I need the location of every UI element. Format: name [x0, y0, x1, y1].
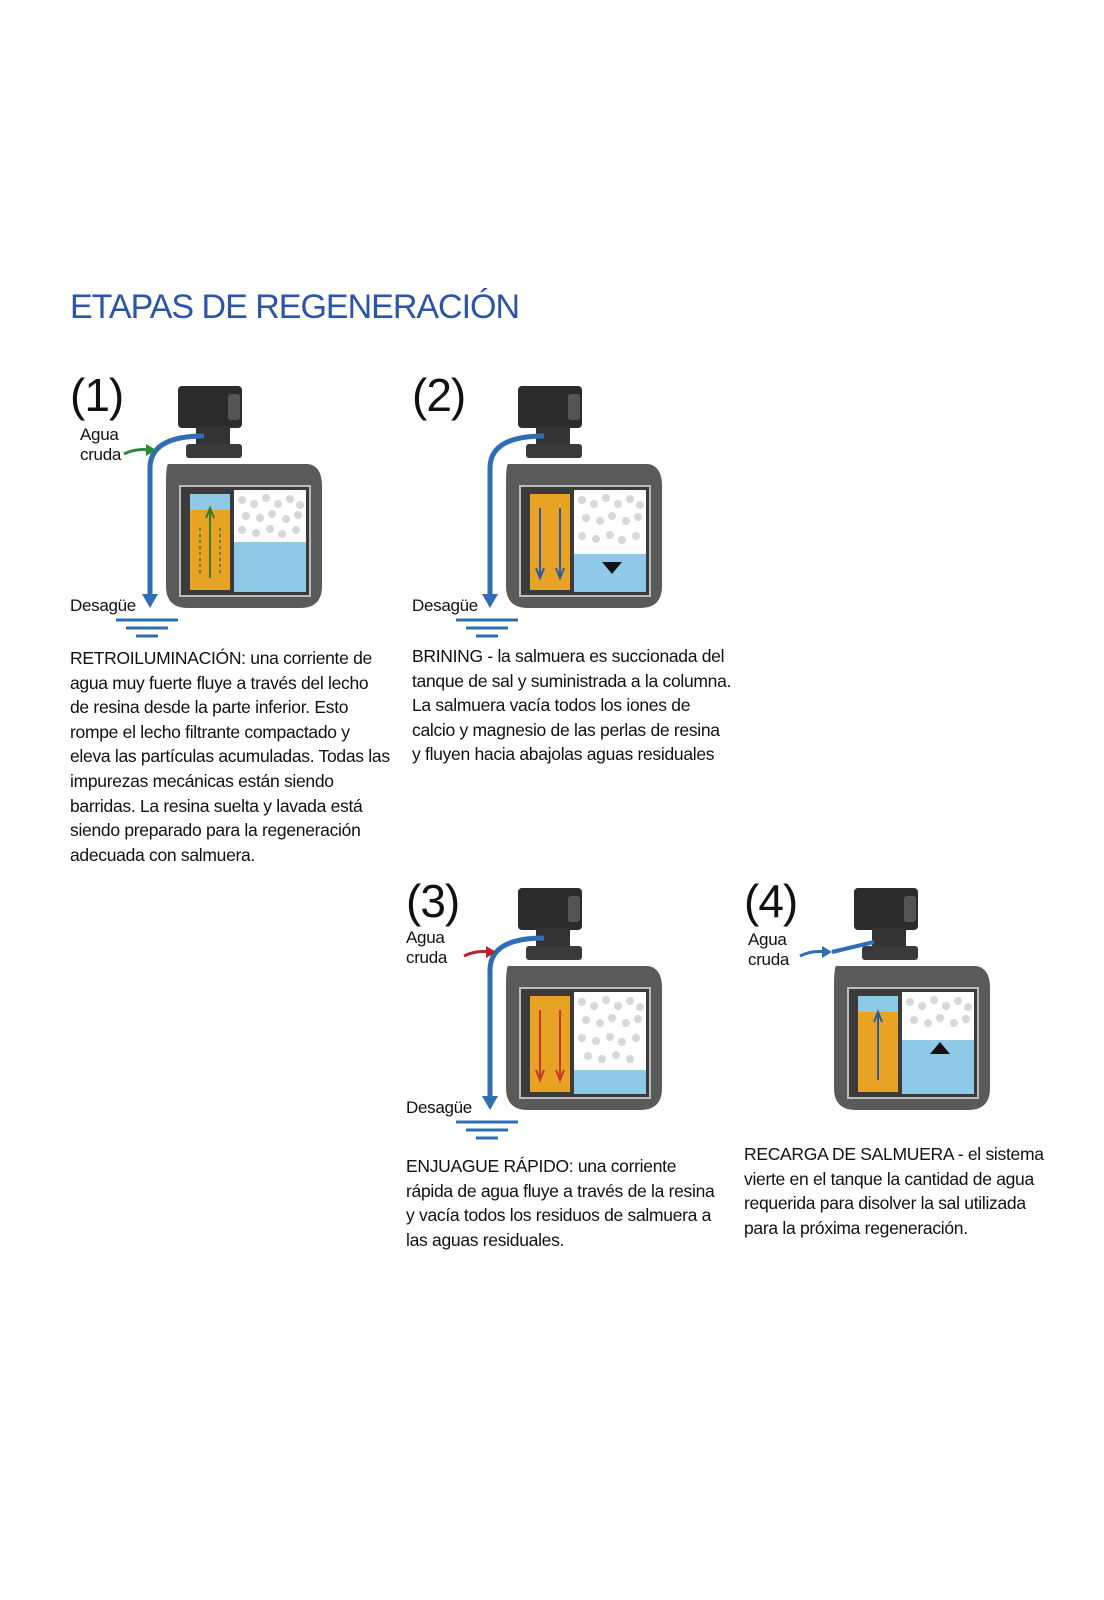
up-triangle-icon	[930, 1042, 950, 1054]
pipe	[147, 433, 205, 600]
drain-label: Desagüe	[406, 1098, 472, 1117]
pipe	[487, 433, 545, 600]
drain-label: Desagüe	[412, 596, 478, 615]
softener-tank-icon	[506, 966, 662, 1110]
stage-description: RETROILUMINACIÓN: una corriente de agua …	[70, 648, 390, 865]
stage-number: (3)	[406, 875, 460, 927]
softener-tank-icon	[834, 966, 990, 1110]
inlet-label: Agua cruda	[748, 930, 790, 969]
inlet-arrow-icon	[799, 940, 875, 958]
softener-diagram	[456, 888, 662, 1140]
stage-number: (2)	[412, 369, 466, 421]
stage-description: BRINING - la salmuera es succionada del …	[412, 646, 732, 765]
stage-description: RECARGA DE SALMUERA - el sistema vierte …	[744, 1144, 1044, 1238]
stage-number: (1)	[70, 369, 124, 421]
page-title: ETAPAS DE REGENERACIÓN	[70, 288, 520, 326]
inlet-arrow-icon	[123, 444, 156, 456]
drain-ground-icon	[456, 618, 518, 638]
down-triangle-icon	[602, 562, 622, 574]
stage-number: (4)	[744, 875, 798, 927]
softener-tank-icon	[166, 464, 322, 608]
inlet-arrow-icon	[463, 946, 496, 958]
control-valve-icon	[518, 386, 582, 458]
drain-label: Desagüe	[70, 596, 136, 615]
softener-tank-icon	[506, 464, 662, 608]
drain-ground-icon	[116, 618, 178, 638]
softener-diagram	[456, 386, 662, 638]
inlet-label: Agua cruda	[406, 928, 448, 967]
control-valve-icon	[518, 888, 582, 960]
stage-description: ENJUAGUE RÁPIDO: una corriente rápida de…	[406, 1156, 715, 1250]
softener-diagram	[116, 386, 322, 638]
control-valve-icon	[178, 386, 242, 458]
pipe	[487, 935, 545, 1102]
inlet-label: Agua cruda	[80, 425, 122, 464]
drain-ground-icon	[456, 1120, 518, 1140]
control-valve-icon	[854, 888, 918, 960]
softener-diagram	[799, 888, 990, 1110]
